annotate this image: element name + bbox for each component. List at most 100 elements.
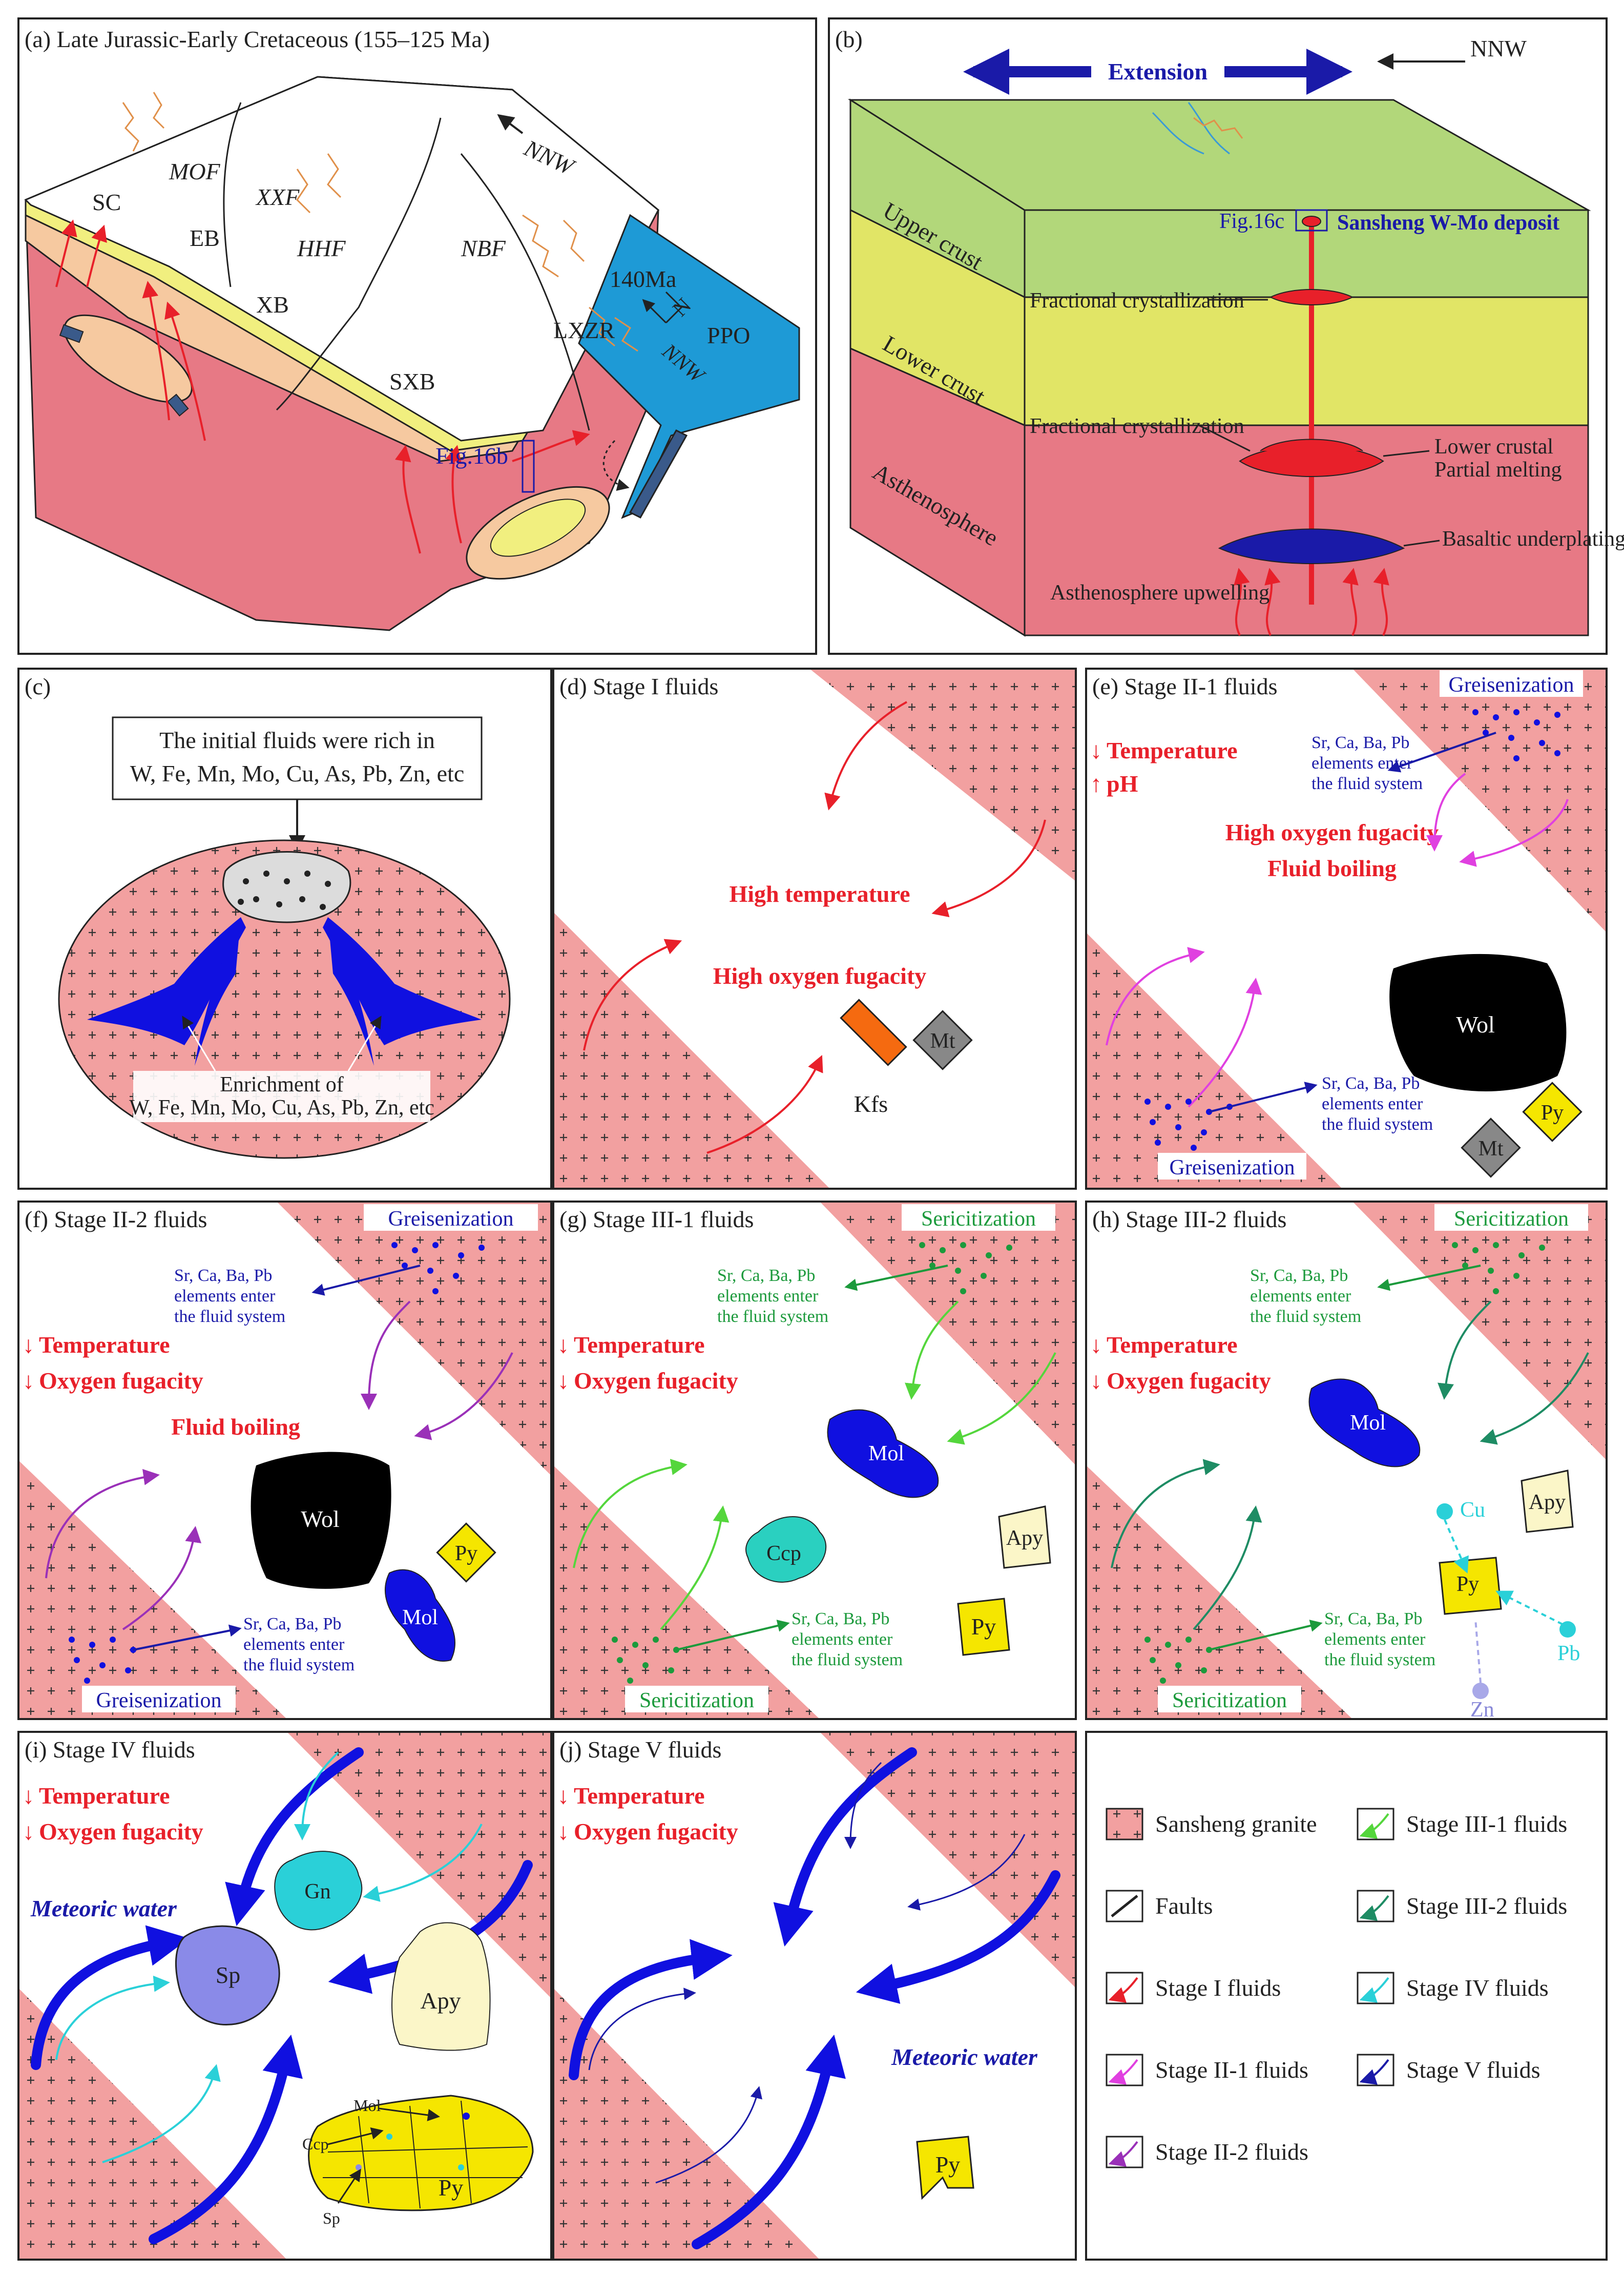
panel-h-title: (h) Stage III-2 fluids — [1092, 1206, 1286, 1232]
legend-faults: Faults — [1155, 1893, 1213, 1919]
label-el2-bot-f: elements enter — [243, 1635, 345, 1654]
label-el2-top-f: elements enter — [174, 1287, 276, 1306]
arrow-down-ox-g: ↓ — [557, 1368, 569, 1394]
label-el2-bot-h: elements enter — [1324, 1630, 1426, 1649]
arrow-down-temp-h: ↓ — [1090, 1332, 1102, 1358]
enrichment-line1: Enrichment of — [220, 1073, 343, 1096]
label-mw-j: Meteoric water — [891, 2044, 1038, 2070]
label-seric-top-g: Sericitization — [921, 1207, 1036, 1231]
ccp-mineral-g — [745, 1516, 827, 1583]
legend-swatch-granite — [1106, 1808, 1143, 1840]
panel-g: (g) Stage III-1 fluids ↓ Temperature ↓ O… — [552, 1201, 1077, 1720]
label-wol-f: Wol — [301, 1506, 340, 1532]
kfs-mineral — [840, 999, 907, 1066]
label-140ma: 140Ma — [610, 266, 676, 292]
apy-mineral-g — [998, 1505, 1051, 1569]
label-el1-top-g: Sr, Ca, Ba, Pb — [717, 1266, 815, 1285]
nnw-arrow — [497, 114, 524, 134]
label-mt-d: Mt — [930, 1029, 955, 1053]
panel-g-title: (g) Stage III-1 fluids — [559, 1206, 754, 1232]
label-deposit: Sansheng W-Mo deposit — [1337, 211, 1559, 235]
py-mineral-e — [1522, 1082, 1583, 1142]
panel-c: (c) The initial fluids were rich in W, F… — [17, 668, 552, 1190]
pb-dot — [1559, 1621, 1576, 1638]
label-py-i: Py — [439, 2175, 464, 2201]
panel-d: (d) Stage I fluids High temperature High… — [552, 668, 1077, 1190]
panel-b: (b) Extension NNW Upper crust Lower crus… — [828, 17, 1624, 655]
label-apy-g: Apy — [1006, 1526, 1043, 1550]
asthenosphere-layer-b — [849, 347, 1026, 637]
legend-swatch-s32 — [1359, 1895, 1389, 1921]
label-mol-g: Mol — [868, 1442, 904, 1465]
label-lxzr: LXZR — [553, 317, 615, 343]
label-mt-e: Mt — [1478, 1137, 1503, 1161]
label-high-oxygen-e: High oxygen fugacity — [1225, 819, 1439, 845]
arrow-down-ox-f: ↓ — [23, 1368, 34, 1394]
label-ox-j: Oxygen fugacity — [574, 1818, 738, 1845]
legend-swatch-s31 — [1359, 1813, 1389, 1839]
py-mineral-g — [957, 1598, 1010, 1656]
label-upwelling: Asthenosphere upwelling — [1050, 581, 1269, 605]
panel-d-title: (d) Stage I fluids — [559, 673, 718, 699]
label-extension: Extension — [1108, 58, 1207, 85]
label-fig16c: Fig.16c — [1219, 210, 1284, 233]
enrichment-line2: W, Fe, Mn, Mo, Cu, As, Pb, Zn, etc — [129, 1096, 434, 1120]
legend-granite: Sansheng granite — [1155, 1811, 1317, 1837]
label-zn: Zn — [1470, 1698, 1494, 1722]
label-seric-top-h: Sericitization — [1454, 1207, 1569, 1231]
initial-fluids-line2: W, Fe, Mn, Mo, Cu, As, Pb, Zn, etc — [130, 760, 465, 787]
label-el2-top-g: elements enter — [717, 1287, 819, 1306]
legend: Sansheng granite Faults Stage I fluids S… — [1085, 1731, 1608, 2261]
label-xxf: XXF — [255, 184, 300, 210]
label-py-h: Py — [1456, 1572, 1479, 1596]
label-el1-bot-e: Sr, Ca, Ba, Pb — [1322, 1074, 1420, 1093]
gn-mineral-i — [274, 1851, 363, 1931]
label-apy-h: Apy — [1529, 1491, 1566, 1514]
wol-mineral-f — [251, 1452, 391, 1589]
fluid-flow-left — [87, 917, 246, 1045]
label-ox-g: Oxygen fugacity — [574, 1368, 738, 1394]
fluid-cap — [222, 851, 351, 923]
label-temp-g: Temperature — [574, 1332, 705, 1358]
arrow-down-temp-i: ↓ — [23, 1783, 34, 1809]
label-greisen-top-f: Greisenization — [388, 1207, 514, 1231]
legend-s21: Stage II-1 fluids — [1155, 2057, 1308, 2083]
label-hhf: HHF — [297, 235, 346, 261]
label-fc2: Fractional crystallization — [1030, 415, 1244, 438]
label-apy-i: Apy — [420, 1988, 461, 2014]
arrow-up-ph-e: ↑ — [1090, 771, 1102, 797]
panel-j: (j) Stage V fluids ↓ Temperature ↓ Oxyge… — [552, 1731, 1077, 2261]
label-py-g: Py — [971, 1613, 996, 1640]
label-el3-bot-f: the fluid system — [243, 1656, 355, 1674]
apy-mineral-h — [1521, 1470, 1574, 1533]
label-el1-bot-g: Sr, Ca, Ba, Pb — [792, 1609, 889, 1628]
panel-a-title: (a) Late Jurassic-Early Cretaceous (155–… — [25, 26, 490, 52]
panel-f-title: (f) Stage II-2 fluids — [25, 1206, 207, 1232]
arrow-down-ox-h: ↓ — [1090, 1368, 1102, 1394]
mt-mineral — [912, 1010, 973, 1070]
legend-s31: Stage III-1 fluids — [1406, 1811, 1567, 1837]
label-nnw-b: NNW — [1470, 35, 1527, 61]
mol-mineral-g — [827, 1409, 939, 1498]
panel-c-title: (c) — [25, 673, 51, 699]
label-el3-top-h: the fluid system — [1250, 1307, 1361, 1326]
py-aggregate-i — [308, 2095, 534, 2211]
legend-s32: Stage III-2 fluids — [1406, 1893, 1567, 1919]
label-el1-top-e: Sr, Ca, Ba, Pb — [1311, 733, 1409, 752]
label-mol-f: Mol — [402, 1606, 438, 1629]
label-el3-top-f: the fluid system — [174, 1307, 285, 1326]
panel-f: (f) Stage II-2 fluids ↓ Temperature ↓ Ox… — [17, 1201, 552, 1720]
legend-s5: Stage V fluids — [1406, 2057, 1540, 2083]
label-py-f: Py — [455, 1542, 477, 1565]
legend-s1: Stage I fluids — [1155, 1975, 1281, 2001]
label-temp-f: Temperature — [39, 1332, 170, 1358]
label-ccp-i: Ccp — [302, 2135, 329, 2153]
arrow-down-temp-g: ↓ — [557, 1332, 569, 1358]
label-el2-top-h: elements enter — [1250, 1287, 1351, 1306]
label-mof: MOF — [169, 158, 221, 184]
label-high-oxygen: High oxygen fugacity — [713, 963, 927, 989]
label-temp-i: Temperature — [39, 1783, 170, 1809]
arrow-down-ox-i: ↓ — [23, 1818, 34, 1845]
legend-swatch-s22 — [1108, 2141, 1138, 2167]
label-lcp2: Partial melting — [1434, 458, 1561, 482]
